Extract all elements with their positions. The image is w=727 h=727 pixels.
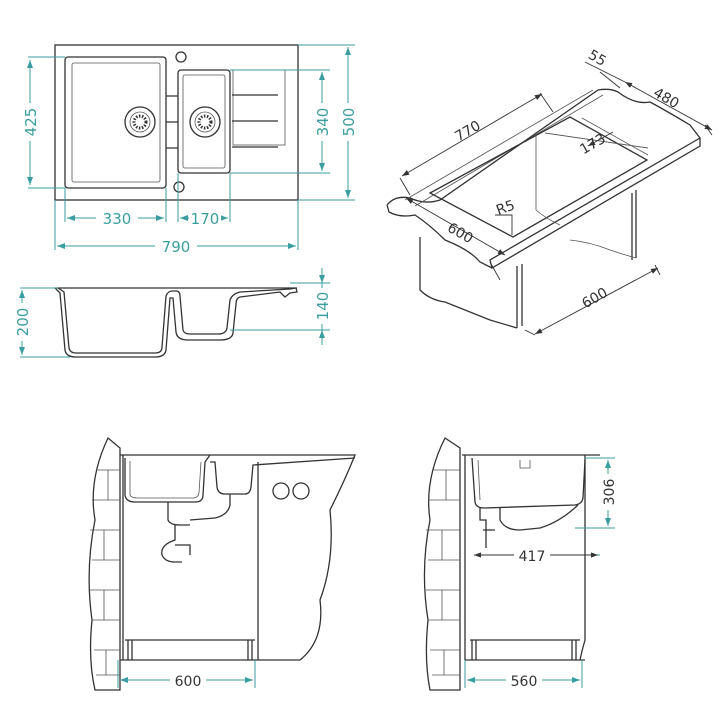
dim-600-cutout: 600 (444, 220, 475, 247)
outlet-left-icon (272, 482, 290, 500)
dim-340: 340 (314, 108, 332, 137)
dim-417: 417 (519, 549, 546, 565)
section-view: 200 140 (13, 268, 333, 358)
dim-170: 170 (191, 210, 220, 228)
outlet-right-icon (292, 482, 310, 500)
dim-480: 480 (650, 85, 681, 112)
dim-306: 306 (602, 479, 618, 506)
dim-330: 330 (103, 210, 132, 228)
dim-425: 425 (22, 108, 40, 137)
dim-500: 500 (340, 108, 358, 137)
front-install-view: 600 (88, 436, 356, 691)
dim-140: 140 (314, 292, 332, 321)
right-bowl (177, 69, 231, 174)
drain-right-icon (189, 106, 221, 138)
dim-600-front: 600 (175, 674, 202, 690)
drain-left-icon (124, 106, 156, 138)
left-bowl (64, 56, 167, 189)
sink-outline (54, 44, 299, 201)
dim-600-cabinet: 600 (579, 285, 610, 312)
dim-r5: R5 (494, 198, 517, 219)
dim-770: 770 (452, 118, 483, 145)
dim-790: 790 (162, 238, 191, 256)
dim-173: 173 (577, 131, 608, 158)
side-install-view: 306 417 560 (423, 437, 618, 691)
overflow-hole-icon (173, 181, 185, 193)
dim-200: 200 (14, 308, 32, 337)
cutout-view: 770 55 480 173 R5 600 600 (386, 47, 713, 336)
dim-560: 560 (511, 674, 538, 690)
plan-view: 425 330 170 790 340 500 (18, 44, 360, 256)
dim-55: 55 (585, 47, 608, 70)
tap-hole-icon (175, 51, 187, 63)
